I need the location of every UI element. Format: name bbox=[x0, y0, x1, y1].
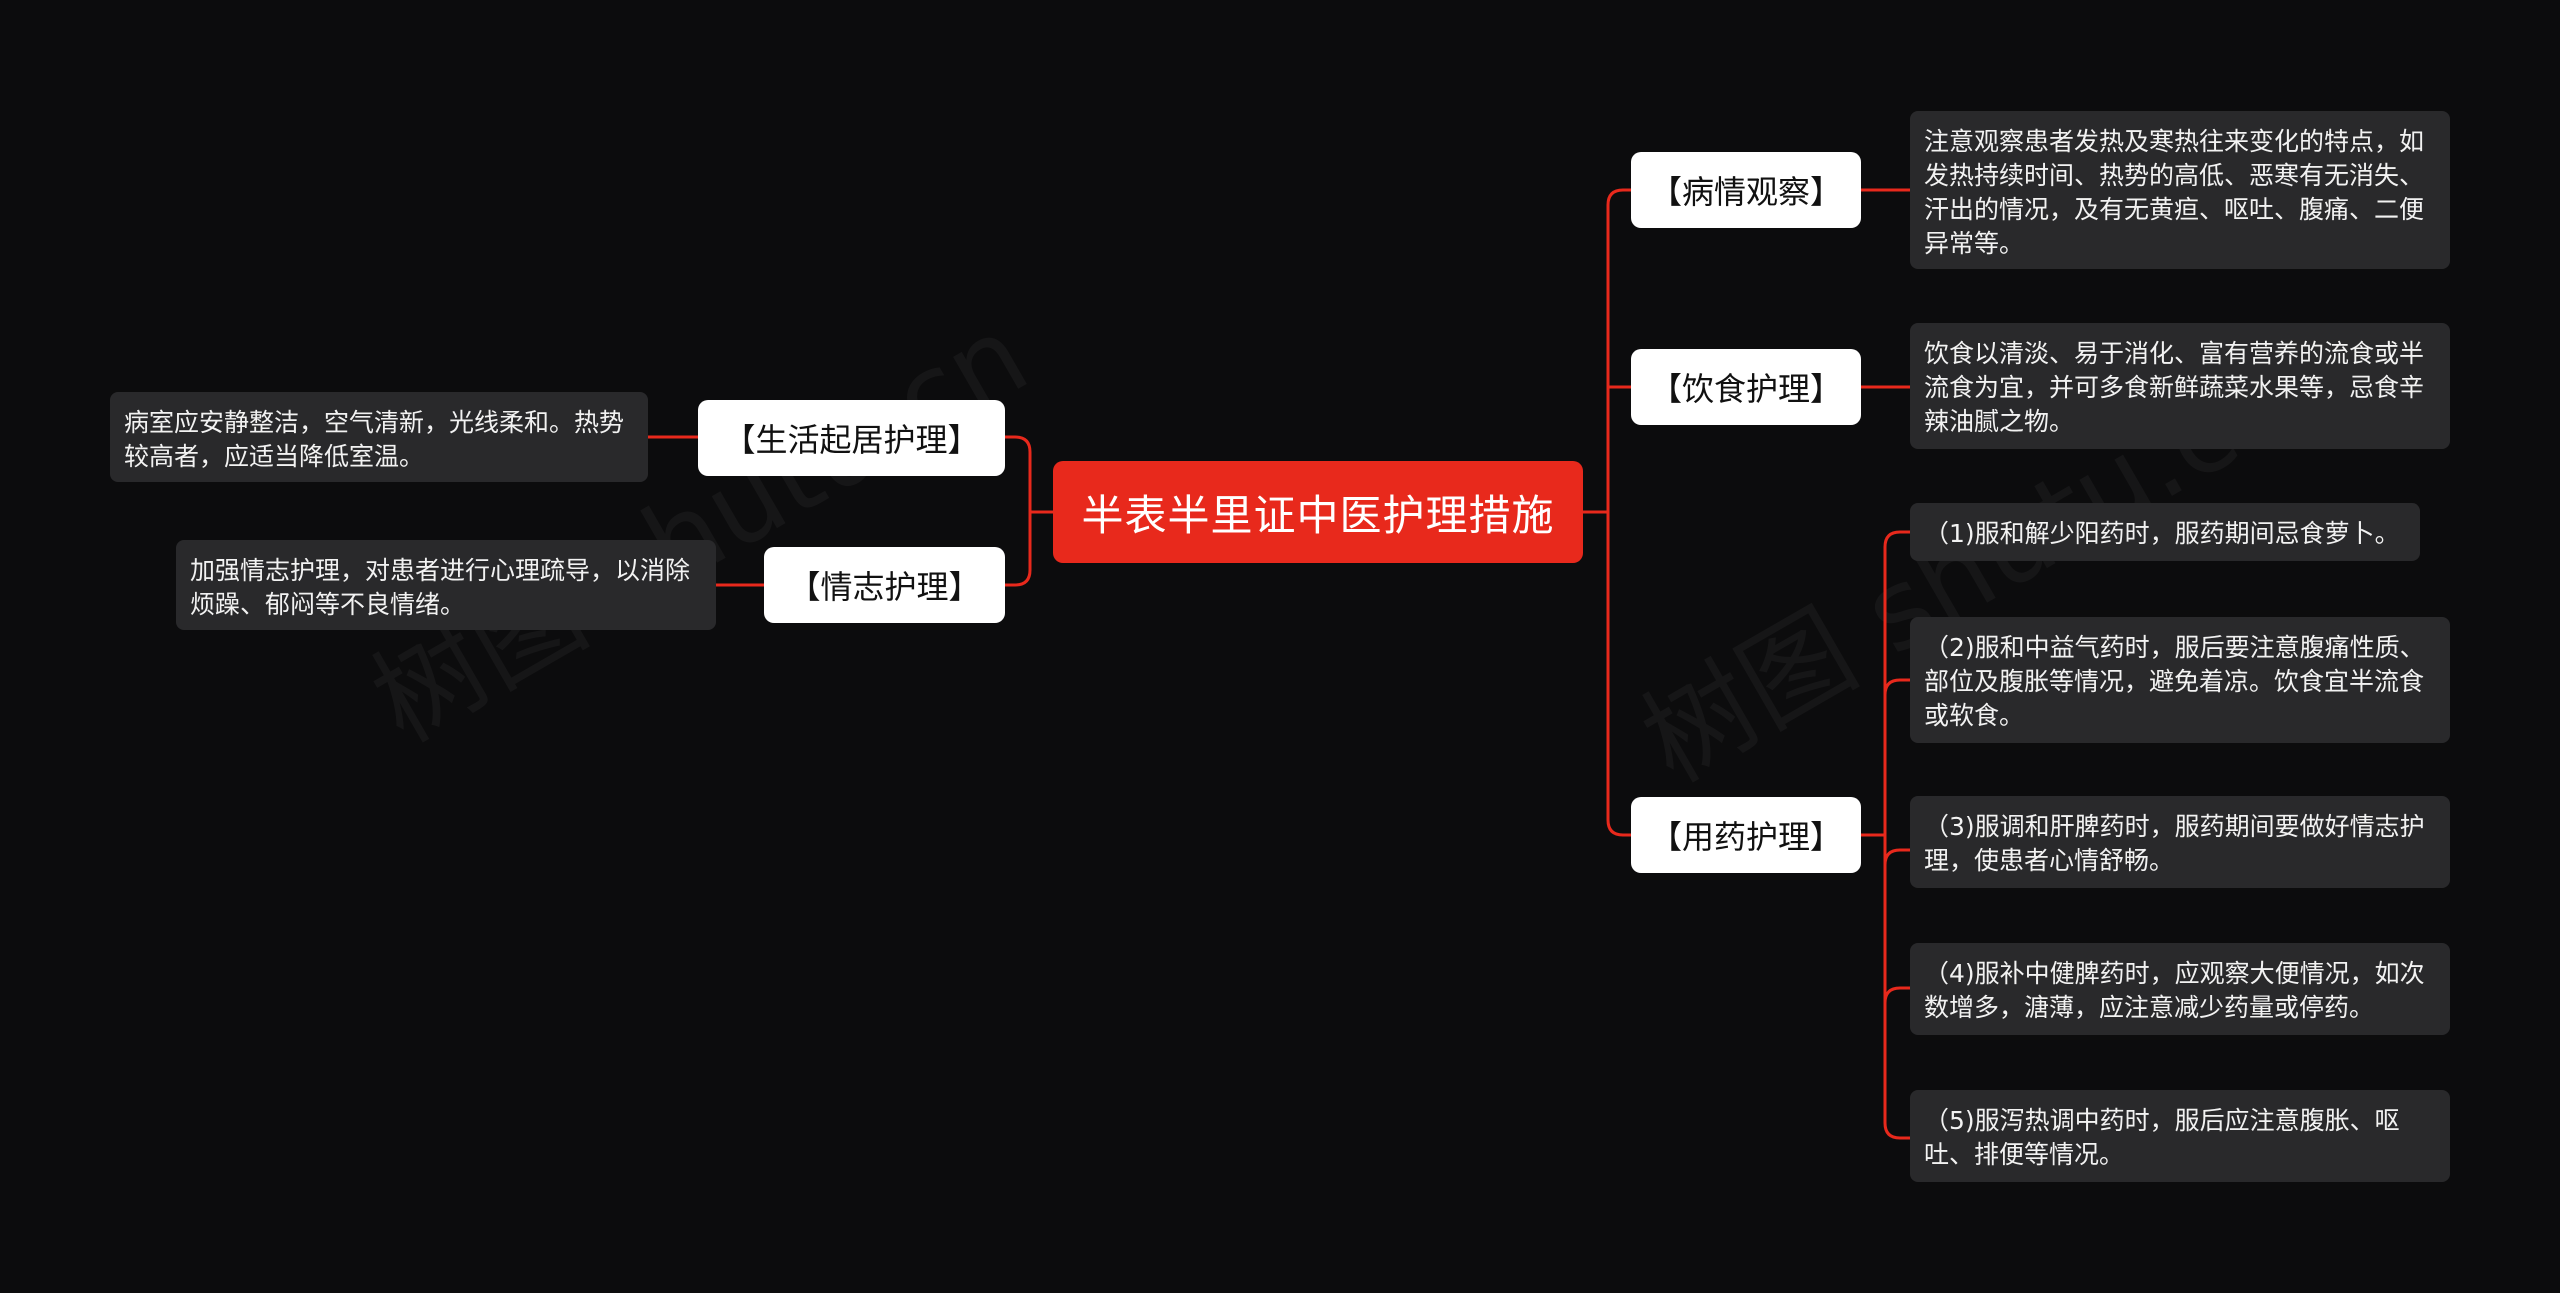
branch-medication-care[interactable]: 【用药护理】 bbox=[1631, 797, 1861, 873]
leaf-medication-3[interactable]: （3)服调和肝脾药时，服药期间要做好情志护理，使患者心情舒畅。 bbox=[1910, 796, 2450, 888]
branch-living-care[interactable]: 【生活起居护理】 bbox=[698, 400, 1005, 476]
branch-diet-care[interactable]: 【饮食护理】 bbox=[1631, 349, 1861, 425]
leaf-condition-observation[interactable]: 注意观察患者发热及寒热往来变化的特点，如发热持续时间、热势的高低、恶寒有无消失、… bbox=[1910, 111, 2450, 269]
connector-right-spine bbox=[1606, 188, 1631, 837]
leaf-emotion-care[interactable]: 加强情志护理，对患者进行心理疏导，以消除烦躁、郁闷等不良情绪。 bbox=[176, 540, 716, 630]
leaf-diet-care[interactable]: 饮食以清淡、易于消化、富有营养的流食或半流食为宜，并可多食新鲜蔬菜水果等，忌食辛… bbox=[1910, 323, 2450, 449]
leaf-medication-4[interactable]: （4)服补中健脾药时，应观察大便情况，如次数增多，溏薄，应注意减少药量或停药。 bbox=[1910, 943, 2450, 1035]
leaf-medication-2[interactable]: （2)服和中益气药时，服后要注意腹痛性质、部位及腹胀等情况，避免着凉。饮食宜半流… bbox=[1910, 617, 2450, 743]
branch-condition-observation[interactable]: 【病情观察】 bbox=[1631, 152, 1861, 228]
leaf-living-care[interactable]: 病室应安静整洁，空气清新，光线柔和。热势较高者，应适当降低室温。 bbox=[110, 392, 648, 482]
connector-left-spine bbox=[1005, 435, 1032, 587]
leaf-medication-1[interactable]: （1)服和解少阳药时，服药期间忌食萝卜。 bbox=[1910, 503, 2420, 561]
branch-emotion-care[interactable]: 【情志护理】 bbox=[764, 547, 1005, 623]
leaf-medication-5[interactable]: （5)服泻热调中药时，服后应注意腹胀、呕吐、排便等情况。 bbox=[1910, 1090, 2450, 1182]
connector-medication-spine bbox=[1883, 530, 1910, 1140]
root-topic[interactable]: 半表半里证中医护理措施 bbox=[1053, 461, 1583, 563]
